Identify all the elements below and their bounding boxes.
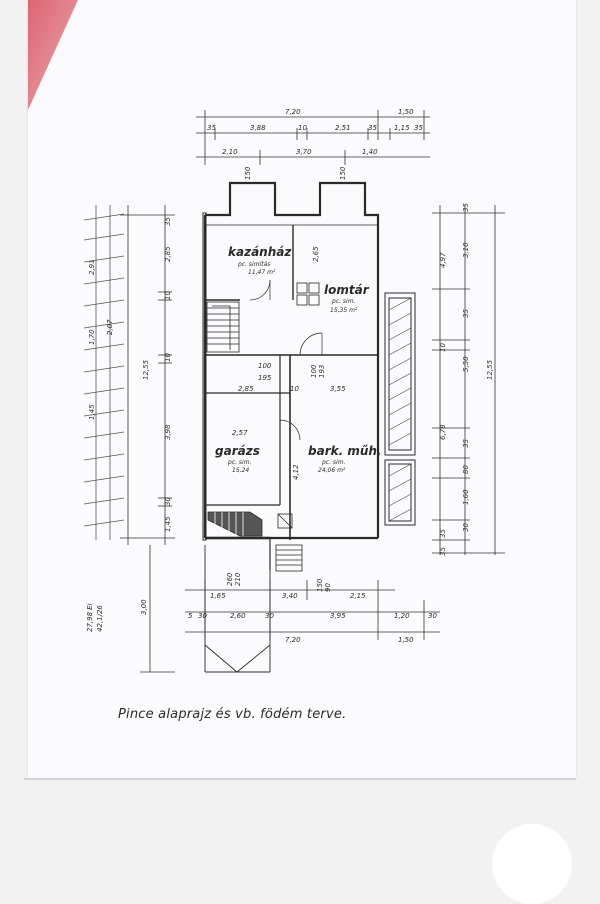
dim-bottom-row2-6: 30 <box>428 612 437 620</box>
dim-left-inner-1: 2,85 <box>164 246 172 262</box>
room-sub-garazs: pc. sim. <box>227 459 252 466</box>
dim-left-text-0: 2,91 <box>88 259 96 275</box>
dim-top-row2-3: 2,51 <box>335 124 351 132</box>
dim-bottom-left-vert: 3,00 <box>140 599 148 615</box>
walls <box>202 181 380 570</box>
dim-top-row2-0: 35 <box>207 124 216 132</box>
room-area-garazs: 15,24 <box>232 467 249 474</box>
dim-left-inner-4: 10 <box>164 353 172 362</box>
room-sub-barkmuh: pc. sim. <box>321 459 346 466</box>
dim-bottom-win-0: 260 <box>226 572 234 586</box>
room-sub-kazanhaz: pc. simítás <box>237 261 270 268</box>
dim-bottom-row2-4: 3,95 <box>330 612 346 620</box>
dim-right-outer: 12,55 <box>486 359 494 380</box>
dim-bottom-row1-2: 2,15 <box>350 592 366 600</box>
dim-right-inner-5: 80 <box>462 465 470 474</box>
drawing-caption: Pince alaprajz és vb. födém terve. <box>118 707 347 722</box>
dim-window-top-1: 150 <box>244 166 252 180</box>
room-area-barkmuh: 24,06 m² <box>318 467 346 474</box>
dim-right-inner-3: 5,50 <box>462 356 470 372</box>
dim-top-total: 7,20 <box>285 108 301 116</box>
dim-inner-10: 10 <box>290 385 299 393</box>
dim-right-mid-0: 4,97 <box>439 252 447 268</box>
room-name-barkmuh: bark. műh. <box>308 444 381 458</box>
stairs <box>206 301 240 353</box>
side-note-0: 27,98 Ei <box>86 603 94 632</box>
dim-bottom-total: 7,20 <box>285 636 301 644</box>
room-area-lomtar: 15,35 m² <box>330 307 358 314</box>
dim-bottom-win-2: 150 <box>316 578 324 592</box>
room-area-kazanhaz: 11,47 m² <box>248 269 276 276</box>
dim-left-inner-5: 3,98 <box>164 424 172 440</box>
dim-right-mid-1: 10 <box>439 343 447 352</box>
dim-inner-100b: 100 <box>310 364 318 378</box>
dim-bottom-row1-0: 1,65 <box>210 592 226 600</box>
dim-top-row3-2: 1,40 <box>362 148 378 156</box>
dim-inner-100: 100 <box>258 362 272 370</box>
dim-right-inner-2: 35 <box>462 309 470 318</box>
room-name-kazanhaz: kazánház <box>228 245 292 259</box>
dim-top-row2-4: 35 <box>368 124 377 132</box>
driveway <box>204 545 271 673</box>
dim-right-inner-6: 1,60 <box>462 489 470 505</box>
dim-right-inner-4: 35 <box>462 439 470 448</box>
dim-left-inner-3: 2,07 <box>106 319 114 335</box>
outside-stairs <box>275 513 303 572</box>
dim-left-inner-6: 30 <box>164 497 172 506</box>
dim-bottom-row1-1: 3,40 <box>282 592 298 600</box>
dim-top-row2-6: 35 <box>414 124 423 132</box>
dim-inner-285: 2,85 <box>238 385 254 393</box>
dim-bottom-row2-3: 30 <box>265 612 274 620</box>
dim-bottom-row2-2: 2,60 <box>230 612 246 620</box>
dim-left-outer: 12,55 <box>142 359 150 380</box>
dim-right-mid-2: 6,78 <box>439 424 447 440</box>
dim-left-inner-0: 35 <box>164 217 172 226</box>
dim-bottom-row2-5: 1,20 <box>394 612 410 620</box>
dim-left-inner-2: 10 <box>164 291 172 300</box>
dim-bottom-win-3: 90 <box>324 583 332 592</box>
dim-bottom-win-1: 210 <box>234 572 242 586</box>
dim-inner-265: 2,65 <box>312 246 320 262</box>
dim-top-row3-1: 3,70 <box>296 148 312 156</box>
dim-left-text-1: 1,70 <box>88 329 96 345</box>
room-name-lomtar: lomtár <box>324 283 370 297</box>
dim-top-row2-5: 1,15 <box>394 124 410 132</box>
dim-window-top-2: 150 <box>339 166 347 180</box>
dim-bottom-row2-1: 30 <box>198 612 207 620</box>
window-wells <box>384 292 416 526</box>
sheet-edge <box>24 778 576 780</box>
dim-inner-195: 195 <box>258 374 272 382</box>
dim-inner-193: 193 <box>318 365 326 378</box>
dim-top-row2-2: 10 <box>298 124 307 132</box>
garage-stairs <box>207 511 263 537</box>
dim-right-inner-0: 35 <box>462 203 470 212</box>
side-note-1: 42,1/26 <box>96 605 104 632</box>
dim-inner-412: 4,12 <box>292 464 300 480</box>
dimension-lines <box>83 110 505 673</box>
dim-top-right: 1,50 <box>398 108 414 116</box>
dim-left-text-2: 1,45 <box>88 404 96 420</box>
room-name-garazs: garázs <box>215 444 260 458</box>
corner-mark <box>28 0 78 110</box>
chimneys <box>296 282 320 306</box>
dim-right-mid-3: 35 <box>439 529 447 538</box>
dim-right-inner-7: 30 <box>462 523 470 532</box>
floating-button[interactable] <box>492 824 572 904</box>
dim-inner-257: 2,57 <box>232 429 248 437</box>
dim-left-inner-7: 1,45 <box>164 516 172 532</box>
room-sub-lomtar: pc. sim. <box>331 298 356 305</box>
door-swings <box>249 279 323 441</box>
dim-bottom-row2-0: 5 <box>188 612 193 620</box>
dim-top-row3-0: 2,10 <box>222 148 238 156</box>
dim-bottom-right: 1,50 <box>398 636 414 644</box>
dim-top-row2-1: 3,88 <box>250 124 266 132</box>
dim-right-inner-8: 35 <box>439 547 447 556</box>
dim-inner-355: 3,55 <box>330 385 346 393</box>
dim-right-inner-1: 3,10 <box>462 242 470 258</box>
floor-plan-drawing: kazánház pc. simítás 11,47 m² lomtár pc.… <box>83 108 505 673</box>
